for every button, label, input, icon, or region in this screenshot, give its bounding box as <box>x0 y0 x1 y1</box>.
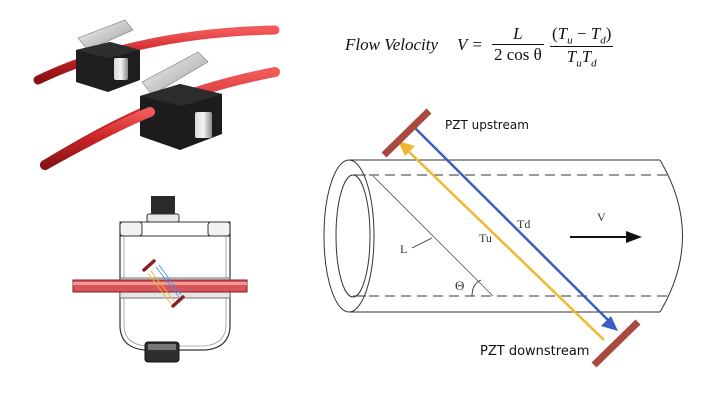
transducer-downstream <box>591 319 641 368</box>
fraction-2-denominator: TuTd <box>550 46 614 70</box>
upstream-signal-line <box>404 147 605 341</box>
sensor-schematic <box>72 196 248 363</box>
fraction-1-denominator: 2 cos θ <box>492 44 544 64</box>
upstream-arrowhead <box>398 141 415 156</box>
path-length-label: L <box>400 242 408 256</box>
pzt-upstream-label: PZT upstream <box>445 118 529 132</box>
sensor-device-1 <box>76 19 140 92</box>
sensor-device-2 <box>140 51 222 150</box>
angle-label: Θ <box>455 278 465 293</box>
pipe-right-end <box>659 159 683 313</box>
downstream-arrowhead <box>601 316 618 331</box>
tu-label: Tu <box>479 231 492 245</box>
flow-velocity-formula: Flow Velocity V = L 2 cos θ (Tu − Td) Tu… <box>345 22 645 72</box>
sensor-photo <box>33 19 280 170</box>
path-length-line <box>372 175 494 297</box>
pipe-left-inner-ring <box>335 174 371 298</box>
velocity-arrowhead <box>626 231 642 243</box>
velocity-label: V <box>597 210 606 224</box>
td-label: Td <box>517 217 531 231</box>
fraction-1: L 2 cos θ <box>492 24 544 65</box>
connector-top <box>151 196 175 214</box>
fraction-2-numerator: (Tu − Td) <box>552 24 612 47</box>
path-length-pointer <box>411 237 433 249</box>
formula-label: Flow Velocity <box>345 35 439 54</box>
downstream-signal-line <box>414 127 611 323</box>
formula-lhs: V = <box>457 35 483 54</box>
fraction-1-numerator: L <box>513 24 523 43</box>
pzt-downstream-label: PZT downstream <box>480 344 590 359</box>
transducer-downstream-small <box>171 295 185 308</box>
transducer-upstream-small <box>142 259 156 272</box>
fraction-2: (Tu − Td) TuTd <box>550 24 614 70</box>
red-tube-back <box>33 25 280 85</box>
transducer-upstream <box>381 108 432 158</box>
angle-arc <box>471 279 482 297</box>
